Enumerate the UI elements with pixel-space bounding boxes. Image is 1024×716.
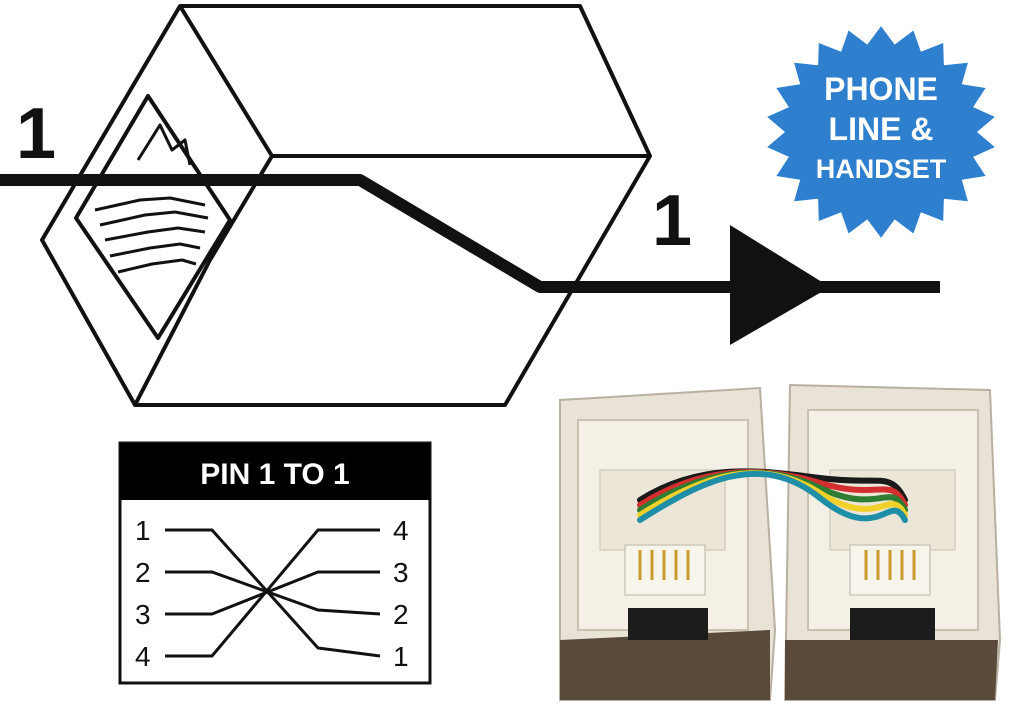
right-pin-2: 2 [393, 599, 409, 630]
coupler-photo [559, 383, 1002, 701]
right-pin-3: 3 [393, 557, 409, 588]
twisted-wires [637, 468, 908, 523]
pin-wiring-title: PIN 1 TO 1 [200, 458, 350, 491]
badge-line-3: HANDSET [816, 154, 947, 184]
wire-strand [637, 470, 908, 523]
crossover-wires [165, 528, 381, 658]
pin-wiring-box: PIN 1 TO 1 1 2 3 4 4 3 2 1 [118, 441, 432, 685]
wire-pin4 [165, 528, 380, 658]
right-pin-1: 1 [393, 641, 409, 672]
badge-line-2: LINE & [829, 111, 934, 147]
pin-wiring-header [120, 443, 430, 500]
phone-line-handset-badge: PHONE LINE & HANDSET [767, 26, 995, 238]
output-pin-label: 1 [652, 181, 692, 261]
left-coupler-housing [559, 386, 777, 701]
left-pin-1: 1 [135, 515, 151, 546]
left-pin-4: 4 [135, 641, 151, 672]
input-pin-label: 1 [16, 94, 56, 174]
signal-path-arrow [0, 174, 940, 345]
wire-strand [637, 468, 908, 503]
badge-line-1: PHONE [824, 71, 938, 107]
right-pin-4: 4 [393, 515, 409, 546]
right-coupler-housing [783, 383, 1002, 701]
wire-strand [637, 469, 908, 508]
left-pin-3: 3 [135, 599, 151, 630]
left-pin-2: 2 [135, 557, 151, 588]
wire-strand [637, 469, 908, 513]
wire-pin1 [165, 528, 381, 658]
starburst-shape [767, 26, 995, 238]
adapter-illustration [40, 4, 652, 407]
